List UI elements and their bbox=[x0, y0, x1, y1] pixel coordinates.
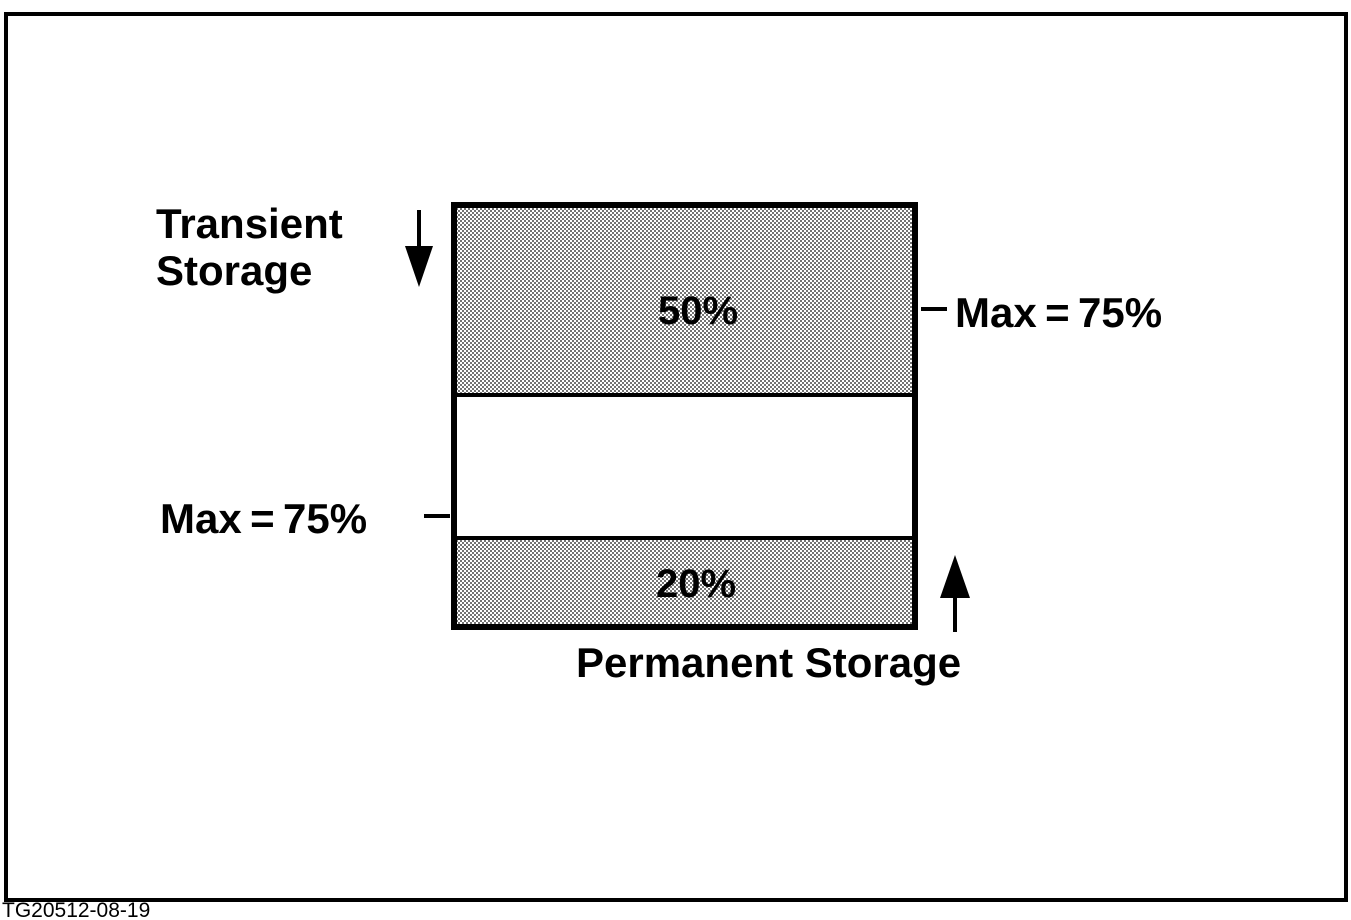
permanent-percent-label: 20% bbox=[656, 562, 736, 606]
transient-storage-region bbox=[454, 205, 915, 395]
permanent-storage-label: Permanent Storage bbox=[576, 639, 961, 686]
transient-percent-label: 50% bbox=[658, 289, 738, 333]
transient-storage-label-line2: Storage bbox=[156, 247, 312, 294]
free-space-region bbox=[454, 395, 915, 538]
permanent-max-label: Max = 75% bbox=[160, 495, 367, 542]
arrow-up-icon bbox=[940, 555, 970, 632]
permanent-storage-region bbox=[454, 538, 915, 627]
figure-frame bbox=[4, 12, 1348, 902]
transient-max-label: Max = 75% bbox=[955, 289, 1162, 336]
storage-column bbox=[451, 202, 918, 630]
arrow-down-icon bbox=[405, 210, 433, 287]
transient-storage-label-line1: Transient bbox=[156, 200, 343, 247]
storage-column-border bbox=[451, 202, 918, 630]
figure-id: TG20512-08-19 bbox=[2, 899, 150, 920]
